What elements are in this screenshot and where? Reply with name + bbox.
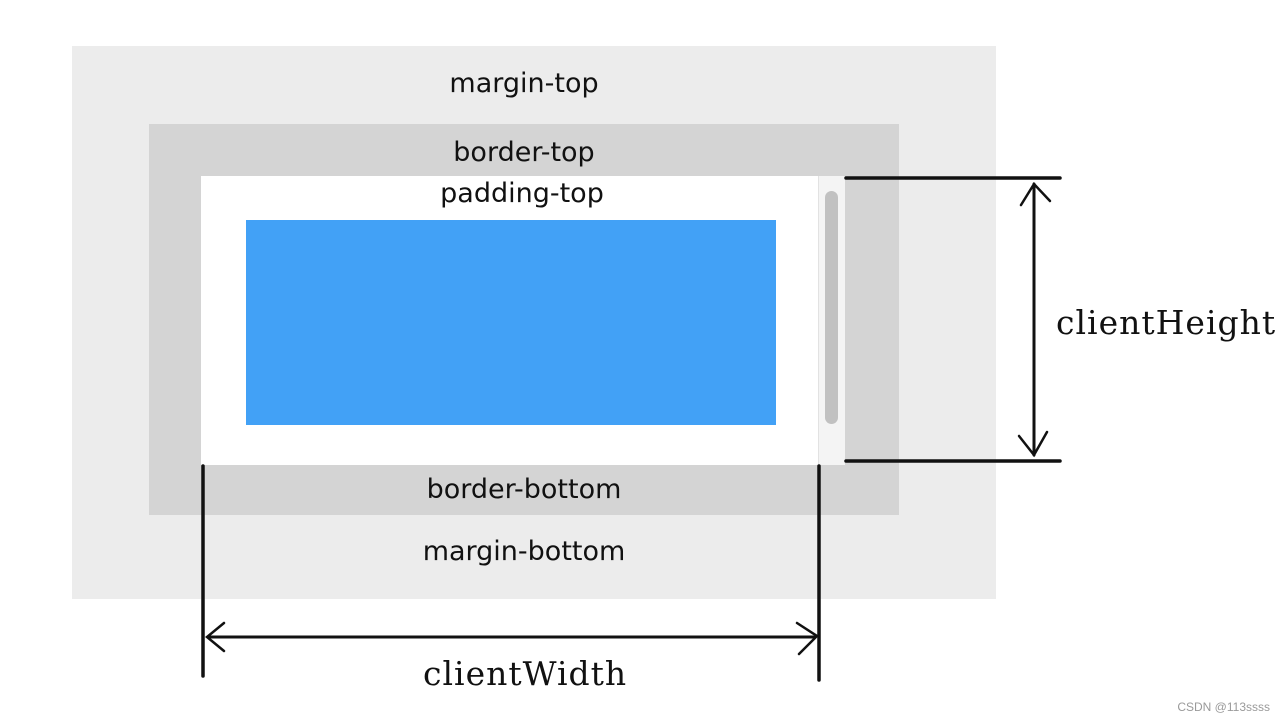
padding-top-label: padding-top — [440, 178, 604, 209]
client-height-label: clientHeight — [1056, 303, 1277, 342]
content-area — [246, 220, 776, 425]
client-height-arrow-head-bottom — [1017, 430, 1049, 458]
client-width-label: clientWidth — [423, 654, 628, 693]
client-width-arrow-head-left — [205, 621, 226, 653]
client-width-arrow-head-right — [795, 621, 819, 656]
border-top-label: border-top — [453, 137, 595, 168]
border-bottom-label: border-bottom — [426, 474, 622, 505]
client-height-arrow-head-top — [1019, 181, 1052, 207]
scrollbar-thumb[interactable] — [825, 191, 838, 424]
margin-bottom-label: margin-bottom — [422, 536, 626, 567]
watermark: CSDN @113ssss — [1177, 700, 1270, 714]
margin-top-label: margin-top — [449, 68, 599, 99]
